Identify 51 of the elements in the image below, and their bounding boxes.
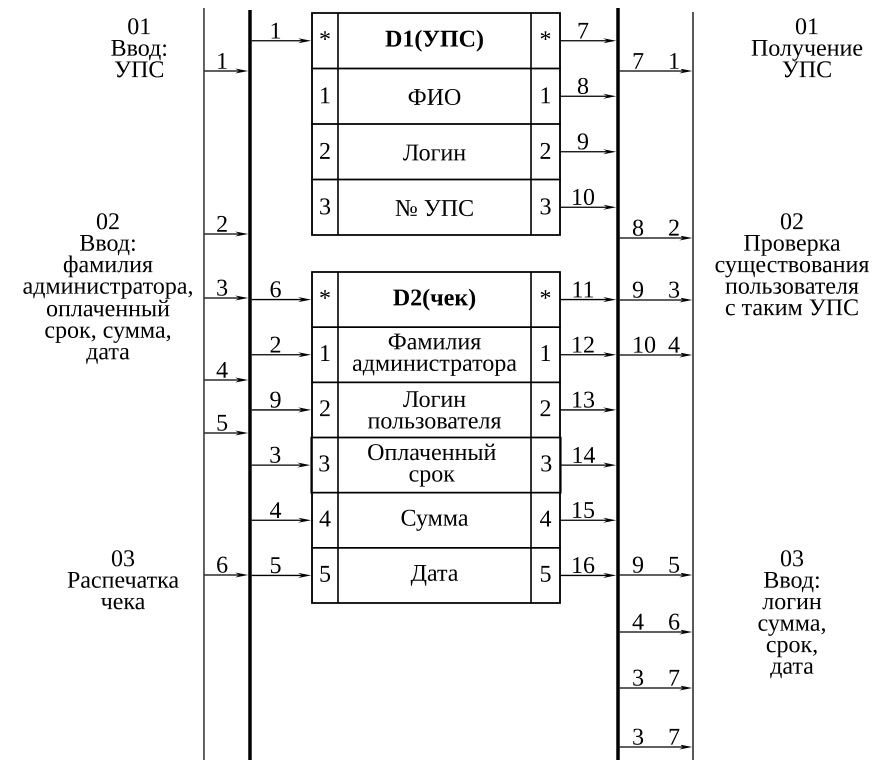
edge-label: 6 [215, 556, 230, 574]
edge-label: 9 [576, 132, 590, 151]
process-label: 01 Получение УПС [752, 18, 862, 78]
process-label: 02 Проверка существования пользователя с таким УПС [716, 213, 869, 316]
table-row: 2 Логин 2 [311, 123, 561, 180]
vertical-line [692, 11, 694, 760]
edge-label: 10 [570, 188, 596, 206]
edge-label: 15 [570, 500, 596, 520]
edge-label: 2 [268, 336, 283, 354]
process-label: 02 Ввод: фамилия администратора, оплаченный срок, сумма, дата [23, 213, 192, 364]
edge-label: 4 [215, 361, 230, 379]
edge-label: 5 [268, 556, 283, 574]
edge-label: 11 [570, 280, 596, 298]
edge-label: 12 [570, 336, 596, 354]
edge-label: 14 [570, 446, 596, 464]
edge-label: 3 7 [631, 728, 682, 746]
vertical-line [616, 6, 620, 760]
edge-label: 3 7 [631, 668, 682, 687]
process-label: 03 Распечатка чека [68, 550, 179, 610]
table-row: * D2(чек) * [311, 271, 561, 328]
edge-label: 9 3 [631, 280, 682, 299]
vertical-line [248, 8, 252, 760]
edge-label: 8 2 [631, 218, 682, 237]
table-row: 1 Фамилия администратора 1 [311, 326, 561, 384]
edge-label: 6 [268, 280, 283, 298]
edge-label: 9 [268, 390, 283, 409]
edge-label: 4 [268, 501, 283, 520]
table-row: * D1(УПС) * [311, 12, 561, 70]
edge-label: 9 5 [631, 556, 682, 574]
edge-label: 7 1 [631, 52, 682, 70]
vertical-line [203, 7, 205, 760]
edge-label: 13 [570, 390, 596, 409]
table-row: 4 Сумма 4 [311, 492, 561, 549]
table-row: 1 ФИО 1 [311, 68, 561, 125]
edge-label: 1 [268, 22, 283, 40]
table-row: 2 Логин пользователя 2 [311, 382, 561, 438]
table-row: 3 № УПС 3 [311, 178, 561, 236]
edge-label: 16 [570, 556, 596, 574]
edge-label: 3 [215, 278, 230, 297]
process-label: 03 Ввод: логин сумма, срок, дата [758, 550, 825, 678]
edge-label: 2 [215, 214, 230, 233]
edge-label: 5 [215, 414, 230, 432]
table-row: 3 Оплаченный срок 3 [310, 436, 562, 494]
edge-label: 7 [576, 22, 590, 40]
edge-label: 10 4 [631, 336, 682, 354]
edge-label: 3 [268, 446, 282, 464]
process-label: 01 Ввод: УПС [111, 18, 166, 78]
edge-label: 4 6 [631, 612, 682, 631]
edge-label: 1 [215, 52, 230, 70]
table-row: 5 Дата 5 [311, 547, 561, 604]
edge-label: 8 [576, 76, 590, 96]
